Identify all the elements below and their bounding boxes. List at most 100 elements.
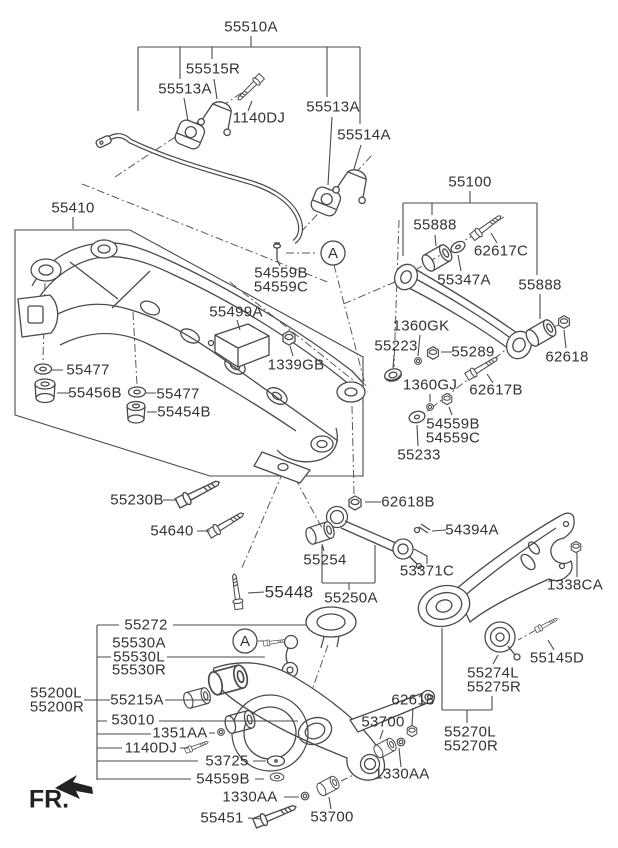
label-55477-mid: 55477 (156, 385, 200, 403)
label-55499A: 55499A (209, 303, 263, 321)
label-62618-bottom: 62618 (391, 691, 435, 709)
leader-lines (52, 36, 578, 820)
nut-62618B (348, 495, 362, 511)
bolt-55448 (228, 572, 245, 611)
bushing-55454B (126, 400, 146, 424)
label-54394A: 54394A (445, 521, 499, 539)
callout-A-top-text: A (328, 245, 338, 262)
crossmember-55410 (17, 239, 366, 484)
label-55530L: 55530L (113, 648, 165, 666)
label-54559C-top: 54559C (253, 278, 309, 296)
fr-direction-label: FR. (28, 785, 70, 814)
label-55233: 55233 (397, 446, 441, 464)
bar-end-plate (95, 135, 112, 149)
label-55477-left: 55477 (66, 361, 110, 379)
callout-A-bottom-text: A (240, 633, 250, 650)
nut-54559B-mid (441, 392, 453, 406)
label-1338CA: 1338CA (546, 576, 604, 594)
damper-55499A (207, 323, 270, 368)
bushing-55888-left (419, 242, 455, 274)
callout-A-bottom: A (232, 628, 258, 654)
stabilizer-bar (95, 133, 304, 245)
upper-arm-55250A (325, 505, 431, 570)
washer-53725 (266, 755, 286, 767)
label-54640: 54640 (150, 522, 194, 540)
washer-1360GK (414, 357, 422, 365)
pin-54394A (413, 526, 421, 534)
washer-55233 (408, 410, 426, 424)
nut-55289 (427, 346, 439, 360)
label-55274L: 55274L (467, 664, 519, 682)
bushing-55274L (484, 621, 521, 661)
label-55530A: 55530A (112, 634, 166, 652)
washer-55347A (450, 240, 466, 254)
label-1339GB: 1339GB (267, 356, 325, 374)
ring-1330AA-right (396, 737, 406, 747)
label-1360GJ: 1360GJ (402, 376, 458, 394)
label-55145D: 55145D (529, 649, 585, 667)
label-54559B-bottom: 54559B (196, 770, 250, 788)
label-55200L: 55200L (30, 684, 82, 702)
label-55530R: 55530R (111, 661, 167, 679)
trailing-arm-55270 (417, 512, 575, 628)
label-55513A-right: 55513A (306, 98, 360, 116)
label-62617B: 62617B (469, 381, 523, 399)
label-55888-right: 55888 (518, 276, 562, 294)
bushing-55254 (303, 519, 337, 547)
label-62617C: 62617C (473, 242, 529, 260)
washer-55477-left (33, 363, 53, 375)
label-55230B: 55230B (110, 491, 164, 509)
ring-1330AA-left (300, 791, 310, 801)
label-55270L: 55270L (444, 723, 496, 741)
label-55250A: 55250A (324, 589, 378, 607)
label-55200R: 55200R (29, 698, 85, 716)
assist-arm-55100 (393, 263, 533, 360)
label-55275R: 55275R (466, 678, 522, 696)
pin-54559B-top (272, 242, 282, 259)
bolt-62617C (468, 211, 505, 242)
nut-62618-bottom (406, 724, 418, 738)
label-55514A: 55514A (337, 126, 391, 144)
bolt-54640 (205, 508, 247, 540)
label-55451: 55451 (200, 809, 244, 827)
label-53725: 53725 (205, 752, 249, 770)
label-1140DJ-bottom: 1140DJ (124, 739, 178, 757)
label-55454B: 55454B (157, 403, 211, 421)
washer-1351AA (217, 728, 225, 736)
fr-direction-arrow-icon (55, 775, 93, 799)
label-1351AA: 1351AA (152, 724, 208, 742)
label-1140DJ-top: 1140DJ (232, 109, 286, 127)
label-62618B: 62618B (381, 493, 435, 511)
label-55510A: 55510A (224, 18, 278, 36)
label-55410: 55410 (51, 199, 95, 217)
label-54559B-mid: 54559B (426, 415, 480, 433)
nut-62618-upper (558, 315, 570, 329)
label-53700-right: 53700 (361, 713, 405, 731)
label-55456B: 55456B (68, 384, 122, 402)
label-55347A: 55347A (437, 271, 491, 289)
label-55272: 55272 (124, 616, 168, 634)
label-55513A-left: 55513A (158, 80, 212, 98)
bushing-53700-left (314, 774, 342, 798)
label-55215A: 55215A (110, 691, 164, 709)
bolt-55230B (173, 475, 223, 510)
label-54559B-top: 54559B (254, 264, 308, 282)
label-55270R: 55270R (443, 737, 499, 755)
washer-54559B-bottom (269, 772, 285, 782)
label-55254: 55254 (303, 551, 347, 569)
label-55289: 55289 (451, 343, 495, 361)
nut-1338CA (570, 540, 582, 554)
label-1330AA-left: 1330AA (222, 788, 278, 806)
bushing-55456B (34, 378, 56, 404)
washer-1360GJ (426, 403, 434, 411)
label-1360GK: 1360GK (392, 317, 450, 335)
crossmember-group-box (14, 229, 364, 477)
spring-pad-55272 (305, 606, 357, 649)
bushing-53010 (222, 708, 258, 736)
label-62618-upper: 62618 (545, 348, 589, 366)
label-55888-left: 55888 (413, 216, 457, 234)
label-53010: 53010 (111, 711, 155, 729)
label-55223: 55223 (374, 337, 418, 355)
label-53371C: 53371C (399, 562, 455, 580)
